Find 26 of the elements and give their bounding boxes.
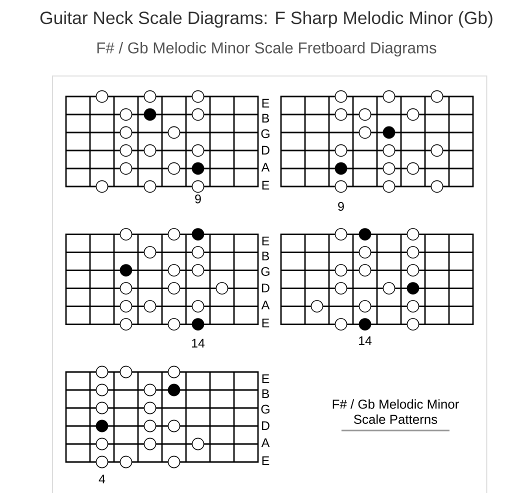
string-label: E [262,180,270,190]
title: Guitar Neck Scale Diagrams: F Sharp Melodic Minor (Gb) [40,11,492,28]
string-label: E [262,374,270,383]
fret-number: 4 [98,474,106,484]
string-label: D [262,146,270,154]
string-label: B [262,252,269,260]
fret-number: 9 [195,194,201,204]
string-label: G [261,129,270,138]
string-label: E [262,318,270,328]
fret-number: 9 [338,202,344,211]
string-label: E [262,98,270,108]
string-label: B [262,114,269,122]
fret-number: 14 [192,338,205,348]
subtitle: F# / Gb Melodic Minor Scale Fretboard Diagrams [97,42,436,57]
string-label: D [262,284,270,292]
string-label: G [261,404,270,414]
string-label: A [261,438,270,447]
string-label: E [262,456,270,465]
string-label: A [261,162,270,172]
string-label: G [261,267,270,276]
string-label: B [262,389,269,398]
string-label: D [262,421,270,430]
caption: F# / Gb Melodic Minor Scale Patterns [332,399,459,424]
string-label: E [262,236,270,246]
string-label: A [261,300,270,310]
fret-number: 14 [359,336,372,345]
